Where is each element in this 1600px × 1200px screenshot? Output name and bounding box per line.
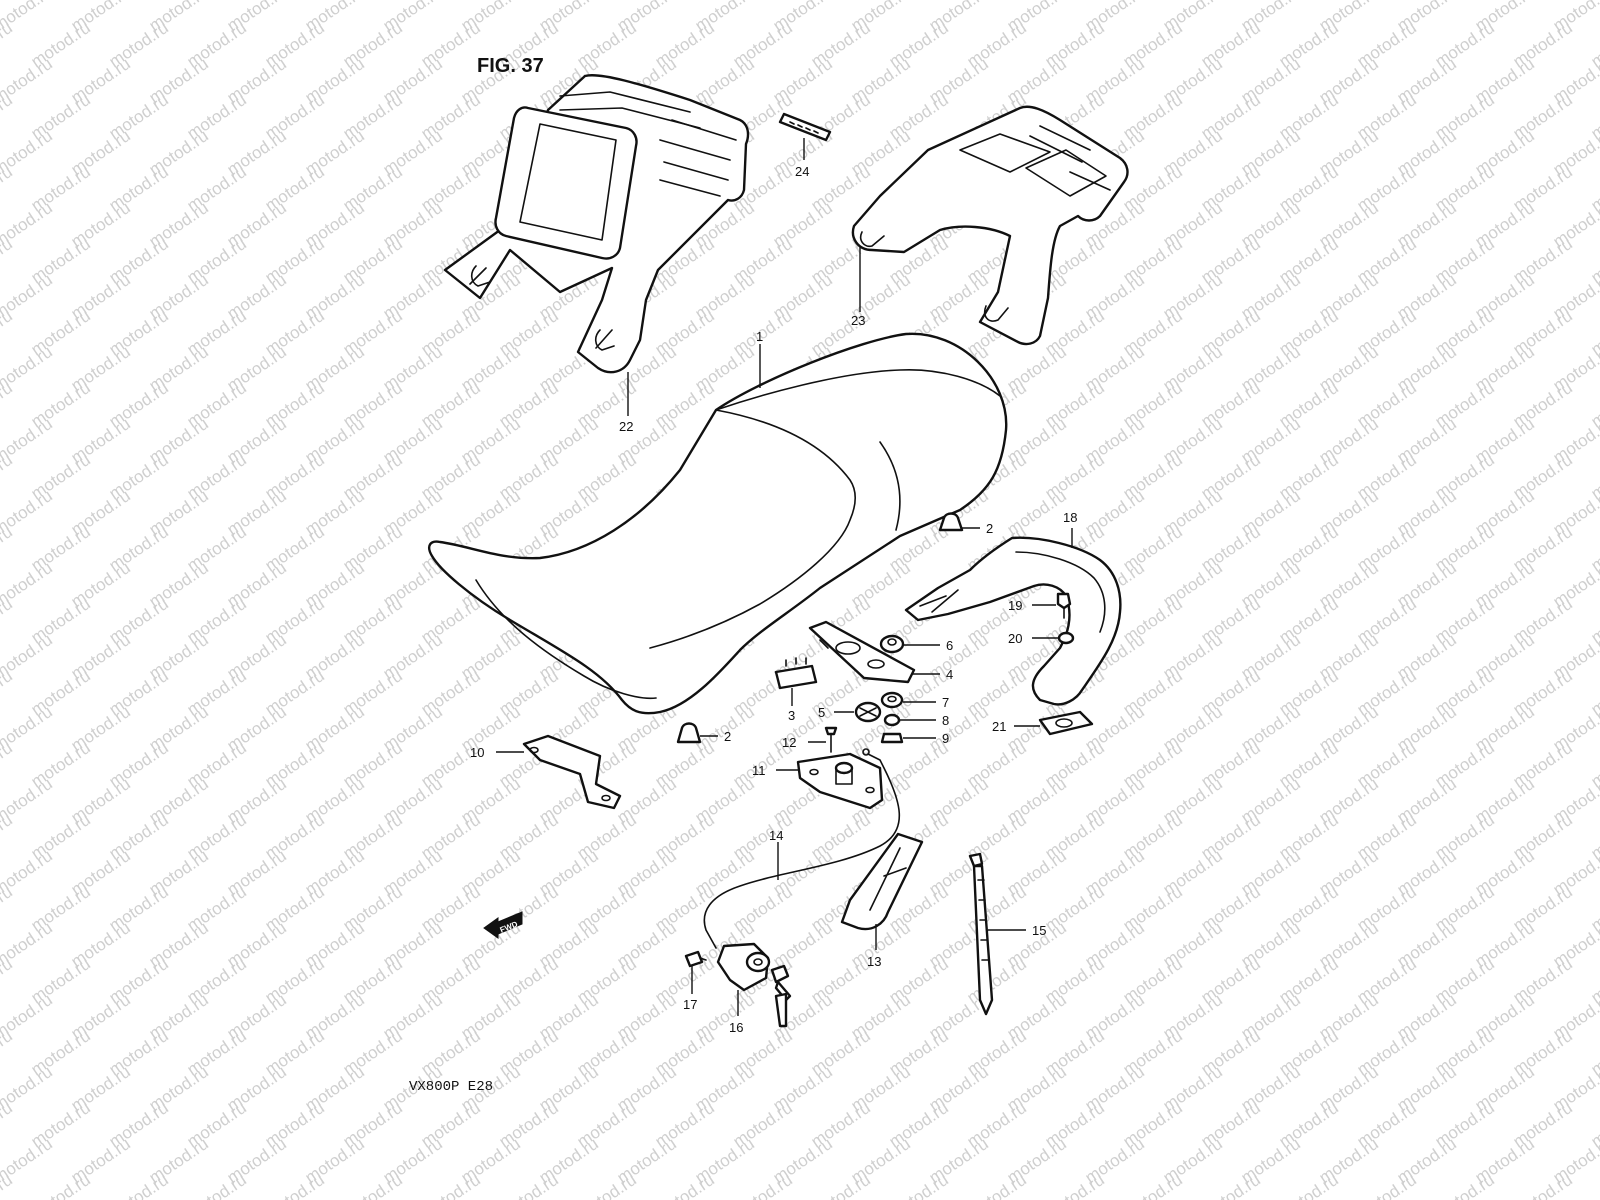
callout-17: 17 xyxy=(683,997,697,1012)
model-code: VX800P E28 xyxy=(409,1079,493,1095)
part-16-seat-lock xyxy=(716,942,792,1028)
part-5-cushion xyxy=(854,701,882,723)
part-8-washer xyxy=(883,713,901,727)
callout-10: 10 xyxy=(470,745,484,760)
callout-9: 9 xyxy=(942,731,949,746)
part-12-screw xyxy=(824,726,838,753)
part-6-damper xyxy=(879,634,905,654)
callout-6: 6 xyxy=(946,638,953,653)
callout-11: 11 xyxy=(752,763,766,778)
callout-19: 19 xyxy=(1008,598,1022,613)
part-10-bracket xyxy=(522,734,622,810)
part-11-lock-base xyxy=(796,752,884,810)
part-20-washer xyxy=(1057,631,1075,645)
callout-5: 5 xyxy=(818,705,825,720)
part-21-plate xyxy=(1038,710,1094,736)
part-4-bracket xyxy=(808,620,916,684)
part-14-cable xyxy=(703,748,901,949)
part-2-cushion-upper xyxy=(938,512,964,532)
callout-8: 8 xyxy=(942,713,949,728)
callout-21: 21 xyxy=(992,719,1006,734)
callout-20: 20 xyxy=(1008,631,1022,646)
part-13-holder xyxy=(840,832,924,931)
callout-22: 22 xyxy=(619,419,633,434)
figure-title: FIG. 37 xyxy=(477,55,544,77)
part-9-nut xyxy=(880,732,904,744)
part-18-grab-rail xyxy=(904,536,1122,706)
callout-2a: 2 xyxy=(986,521,993,536)
fwd-arrow-icon: FWD xyxy=(483,911,523,939)
part-3-latch xyxy=(774,657,818,690)
callout-15: 15 xyxy=(1032,923,1046,938)
callout-14: 14 xyxy=(769,828,783,843)
callout-18: 18 xyxy=(1063,510,1077,525)
callout-23: 23 xyxy=(851,313,865,328)
part-15-cable-tie xyxy=(968,852,994,1016)
part-7-spacer xyxy=(880,691,904,709)
callout-24: 24 xyxy=(795,164,809,179)
callout-3: 3 xyxy=(788,708,795,723)
part-19-bolt xyxy=(1056,592,1072,619)
part-2-cushion-lower xyxy=(676,722,702,744)
callout-2b: 2 xyxy=(724,729,731,744)
callout-13: 13 xyxy=(867,954,881,969)
callout-7: 7 xyxy=(942,695,949,710)
part-1-seat xyxy=(428,332,1008,715)
part-23-rear-carrier xyxy=(851,105,1129,346)
part-17-screw xyxy=(684,950,707,968)
callout-12: 12 xyxy=(782,735,796,750)
part-24-emblem xyxy=(778,112,832,142)
callout-4: 4 xyxy=(946,667,953,682)
callout-1: 1 xyxy=(756,329,763,344)
part-22-backrest-carrier xyxy=(443,74,750,374)
callout-16: 16 xyxy=(729,1020,743,1035)
